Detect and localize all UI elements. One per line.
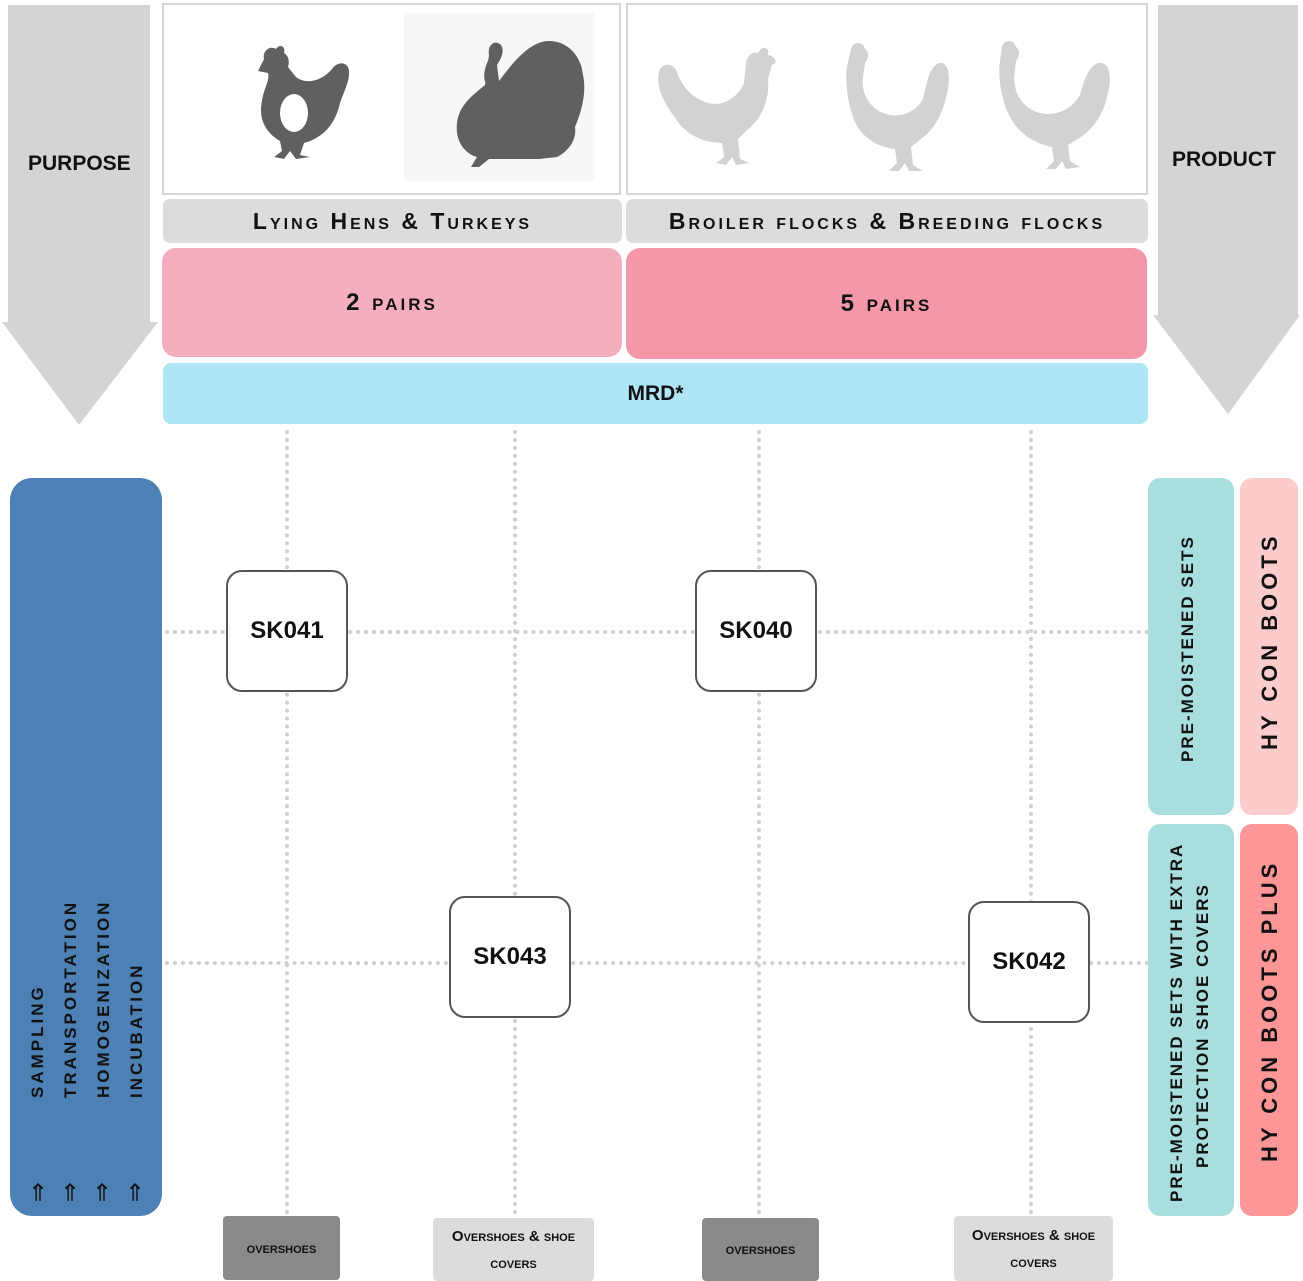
hy-con-boots-plus-label: HY CON BOOTS PLUS: [1257, 859, 1282, 1162]
overshoes-box: overshoes: [223, 1216, 340, 1280]
overshoes-label: overshoes: [725, 1241, 796, 1258]
overshoes-shoe-covers-box: Overshoes & shoe covers: [954, 1216, 1113, 1281]
step-homogenization: HOMOGENIZATION: [94, 899, 113, 1098]
overshoes-shoe-label: Overshoes & shoe: [971, 1226, 1096, 1244]
turkey-icon: [456, 41, 585, 167]
overshoes-box: overshoes: [702, 1218, 819, 1281]
covers-label: covers: [1010, 1253, 1057, 1271]
overshoes-shoe-covers-box: Overshoes & shoe covers: [433, 1218, 594, 1281]
purpose-steps-bar: [10, 478, 162, 1216]
bird-panel-right: [626, 3, 1148, 195]
product-label: PRODUCT: [1172, 148, 1276, 171]
up-arrow-icon: ⇑: [28, 1180, 49, 1207]
purpose-label: PURPOSE: [28, 152, 131, 175]
grid-line-horizontal: [165, 961, 1150, 965]
pre-moistened-sets-bar: [1148, 478, 1234, 815]
pre-moistened-sets-label: PRE-MOISTENED SETS: [1178, 535, 1197, 762]
purpose-arrow: [2, 5, 158, 425]
mrd-bar: MRD*: [163, 363, 1148, 424]
overshoes-label: overshoes: [246, 1239, 317, 1257]
kit-node-sk041[interactable]: SK041: [226, 570, 348, 692]
grid-line-vertical: [1029, 430, 1033, 1215]
grid-line-horizontal: [165, 630, 1150, 634]
kit-node-sk040[interactable]: SK040: [695, 570, 817, 692]
step-transportation: TRANSPORTATION: [61, 899, 80, 1098]
bird-panel-left: [162, 3, 621, 195]
rooster-icon: [846, 43, 949, 171]
kit-node-sk042[interactable]: SK042: [968, 901, 1090, 1023]
hen-icon: [258, 46, 350, 159]
overshoes-shoe-label: Overshoes & shoe: [451, 1227, 576, 1245]
category-layer-hens-turkeys: Lying Hens & Turkeys: [163, 199, 622, 243]
hy-con-boots-bar: [1240, 478, 1298, 815]
grid-line-vertical: [285, 430, 289, 1215]
up-arrow-icon: ⇑: [92, 1180, 113, 1207]
kit-node-sk043[interactable]: SK043: [449, 896, 571, 1018]
hy-con-boots-label: HY CON BOOTS: [1257, 532, 1282, 750]
step-incubation: INCUBATION: [127, 962, 146, 1098]
covers-label: covers: [490, 1254, 537, 1272]
pre-moistened-extra-bar: [1148, 824, 1234, 1216]
category-broiler-breeding: Broiler flocks & Breeding flocks: [626, 199, 1148, 243]
up-arrow-icon: ⇑: [125, 1180, 146, 1207]
grid-line-vertical: [513, 430, 517, 1215]
pre-moistened-extra-line1: PRE-MOISTENED SETS WITH EXTRA: [1167, 842, 1186, 1202]
pairs-right: 5 pairs: [626, 248, 1147, 359]
pairs-left: 2 pairs: [162, 248, 622, 357]
step-sampling: SAMPLING: [28, 984, 47, 1098]
rooster-icon: [999, 41, 1110, 169]
pre-moistened-extra-line2: PROTECTION SHOE COVERS: [1193, 883, 1212, 1168]
grid-line-vertical: [757, 430, 761, 1215]
hy-con-boots-plus-bar: [1240, 824, 1298, 1216]
rooster-icon: [658, 47, 776, 165]
product-arrow: [1153, 5, 1300, 414]
up-arrow-icon: ⇑: [60, 1180, 81, 1207]
